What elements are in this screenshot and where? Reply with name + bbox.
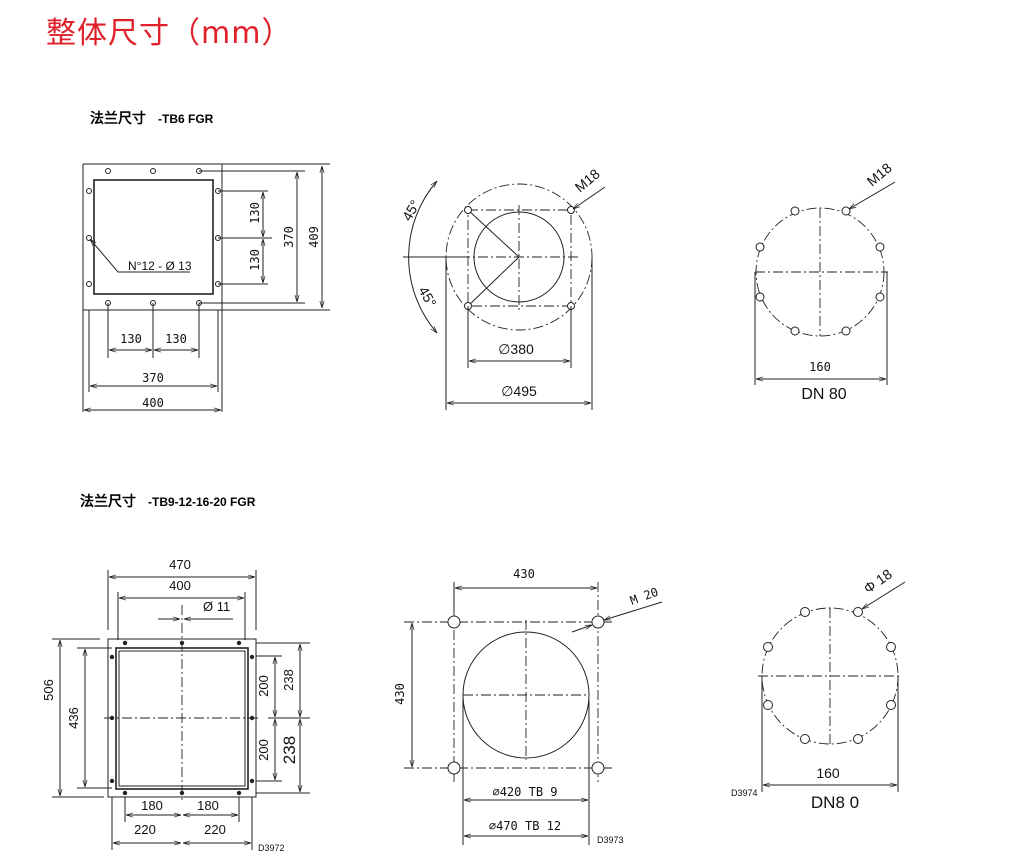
dim-160: 160 xyxy=(816,765,840,781)
dim-430-vertical: 430 xyxy=(393,683,407,705)
hole-spec: N°12 - Ø 13 xyxy=(128,259,192,273)
dim-436: 436 xyxy=(66,707,81,729)
dim-470: 470 xyxy=(169,557,191,572)
tb9-flange-front: 470 400 Ø 11 506 436 200 200 238 238 180… xyxy=(41,557,310,853)
thread-m18: M18 xyxy=(572,165,603,195)
dim-220-right: 220 xyxy=(204,822,226,837)
tb6-flange-front: 409 370 130 130 130 130 370 400 N°12 - Ø… xyxy=(82,163,330,412)
drawing-ref: D3973 xyxy=(597,835,624,845)
section1-heading: 法兰尺寸 -TB6 FGR xyxy=(90,108,213,128)
dim-d380: ∅380 xyxy=(498,341,534,357)
dim-200-lower: 200 xyxy=(256,739,271,761)
dim-200-upper: 200 xyxy=(256,675,271,697)
dim-238-upper: 238 xyxy=(281,669,296,691)
dim-d470: ∅470 TB 12 xyxy=(489,819,561,833)
dim-238-lower: 238 xyxy=(280,736,299,764)
dim-130-lower: 130 xyxy=(248,249,262,271)
dim-370-horizontal: 370 xyxy=(142,371,164,385)
tb6-pipe-flange: M18 160 DN 80 xyxy=(754,159,896,403)
dim-400: 400 xyxy=(142,396,164,410)
dim-400: 400 xyxy=(169,578,191,593)
dim-180-right: 180 xyxy=(197,798,219,813)
dim-180-left: 180 xyxy=(141,798,163,813)
drawing-ref: D3974 xyxy=(731,788,758,798)
dim-130-upper: 130 xyxy=(248,202,262,224)
dn-80: DN 80 xyxy=(801,386,846,403)
dim-d495: ∅495 xyxy=(501,383,537,399)
dim-130-right: 130 xyxy=(165,332,187,346)
dim-370-vertical: 370 xyxy=(282,226,296,248)
dim-160: 160 xyxy=(809,360,831,374)
hole-d11: Ø 11 xyxy=(203,599,230,614)
dim-506: 506 xyxy=(41,679,56,701)
dim-d420: ∅420 TB 9 xyxy=(492,785,557,799)
section2-heading: 法兰尺寸 -TB9-12-16-20 FGR xyxy=(80,491,255,511)
dn-80: DN8 0 xyxy=(811,793,859,812)
section2-model: -TB9-12-16-20 FGR xyxy=(148,495,256,509)
page-title: 整体尺寸（mm） xyxy=(46,16,293,51)
section1-model: -TB6 FGR xyxy=(158,112,214,126)
angle-45-upper: 45° xyxy=(399,197,423,223)
drawing-ref: D3972 xyxy=(258,843,285,853)
dim-220-left: 220 xyxy=(134,822,156,837)
section2-label: 法兰尺寸 xyxy=(80,494,136,510)
dim-130-left: 130 xyxy=(120,332,142,346)
tb9-pipe-flange: Φ 18 160 DN8 0 D3974 xyxy=(731,566,906,812)
dim-409: 409 xyxy=(307,226,321,248)
tb9-flange-side: 430 430 M 20 ∅420 TB 9 ∅470 TB 12 D3973 xyxy=(393,567,663,845)
dim-430-horizontal: 430 xyxy=(513,567,535,581)
tb6-flange-side: 45° 45° M18 ∅380 ∅495 xyxy=(399,165,606,410)
section1-label: 法兰尺寸 xyxy=(90,111,146,127)
